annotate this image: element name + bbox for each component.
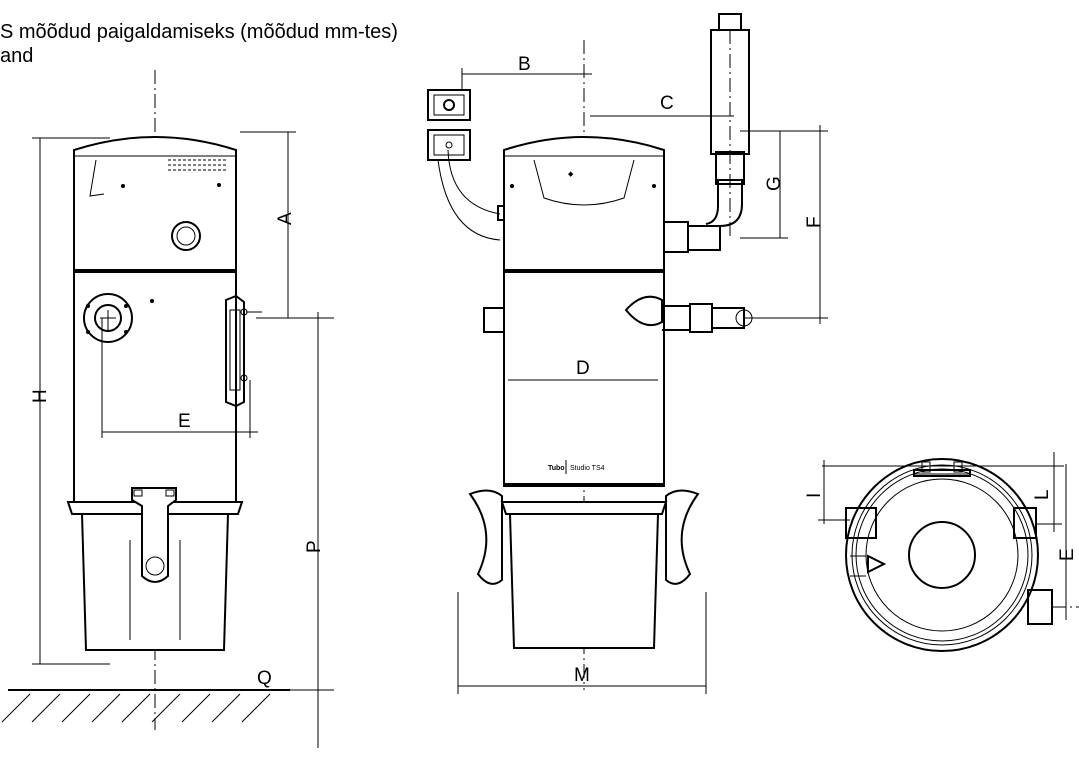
label-C: C xyxy=(660,93,674,114)
label-F: F xyxy=(804,216,825,228)
model-label: Studio TS4 xyxy=(570,465,605,472)
label-E: E xyxy=(178,411,191,432)
label-L: L xyxy=(1032,489,1053,500)
front-view: ◆ Tubo Studio TS4 xyxy=(427,13,828,694)
side-view xyxy=(32,70,334,748)
label-E-top: E xyxy=(1057,548,1078,561)
side-port xyxy=(83,293,133,343)
title-line-1: S mõõdud paigaldamiseks (mõõdud mm-tes) xyxy=(0,21,398,43)
wall-socket-icon xyxy=(427,89,471,161)
label-B: B xyxy=(518,54,531,75)
brand-label: Tubo xyxy=(548,465,565,472)
front-head-logo: ◆ xyxy=(568,171,574,178)
title-line-2: and xyxy=(0,45,34,67)
label-P: P xyxy=(304,540,325,553)
label-I: I xyxy=(804,493,825,498)
page-title: S mõõdud paigaldamiseks (mõõdud mm-tes) … xyxy=(0,20,398,68)
label-G: G xyxy=(764,176,785,191)
label-M: M xyxy=(574,665,590,686)
top-view xyxy=(818,452,1079,652)
vent-slots xyxy=(168,159,228,171)
label-H: H xyxy=(30,389,51,403)
side-inlet-ring xyxy=(171,221,201,251)
floor xyxy=(1,689,334,723)
label-D: D xyxy=(576,358,590,379)
label-Q: Q xyxy=(257,668,272,689)
label-A: A xyxy=(275,212,296,225)
